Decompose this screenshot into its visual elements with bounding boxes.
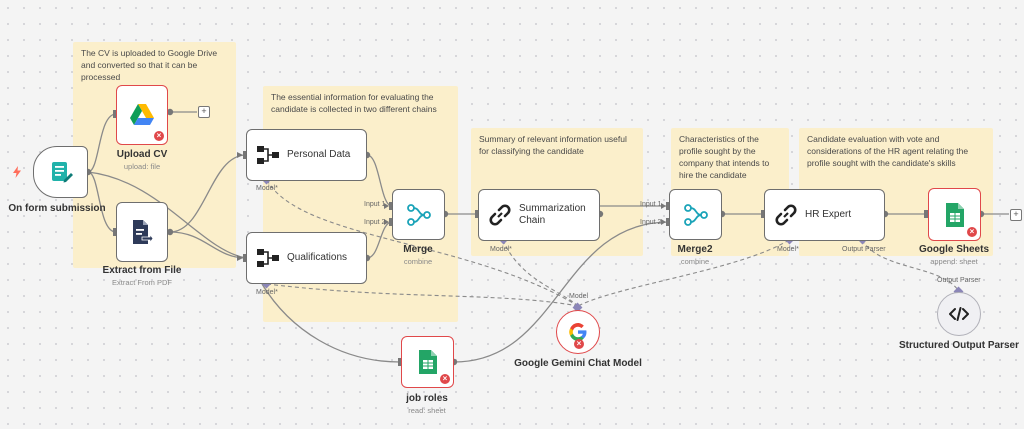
merge-input2-label: Input 2 (364, 219, 386, 226)
connection-personal-model (266, 179, 579, 307)
extract-title: Extract from File (102, 265, 182, 276)
link-icon (489, 204, 511, 226)
personal-data-label: Personal Data (287, 149, 351, 160)
merge2-node[interactable] (669, 189, 722, 240)
error-icon: × (440, 374, 450, 384)
code-icon (949, 307, 969, 321)
google-sheets-icon (418, 350, 437, 374)
gemini-chat-model-node[interactable]: × (556, 310, 600, 354)
hr-output-parser-port-label: Output Parser (842, 246, 886, 253)
merge2-title: Merge2 (677, 244, 713, 255)
sticky-note-text: Characteristics of the profile sought by… (679, 134, 770, 180)
add-node-button[interactable]: + (1010, 209, 1022, 221)
connection-personal-merge (366, 154, 393, 207)
google-sheets-subtitle: append: sheet (930, 257, 978, 266)
connection-qualifications-jobroles (261, 283, 401, 363)
job-roles-title: job roles (406, 393, 448, 404)
gemini-model-port-label: Model (569, 293, 589, 300)
google-sheets-icon (945, 202, 964, 227)
connection-summarization-model (502, 239, 579, 307)
google-drive-icon (130, 104, 154, 125)
merge-node[interactable] (392, 189, 445, 240)
merge2-input2-label: Input 2 (640, 219, 662, 226)
error-icon: × (574, 339, 584, 349)
merge2-input1-label: Input 1 (640, 201, 662, 208)
chain-icon (257, 249, 279, 267)
connection-trigger-upload (87, 113, 117, 173)
link-icon (775, 204, 797, 226)
gemini-title: Google Gemini Chat Model (514, 358, 642, 369)
qualifications-model-port-label: Model* (256, 289, 278, 296)
job-roles-node[interactable]: × (401, 336, 454, 388)
upload-cv-node[interactable]: × (116, 85, 168, 145)
connection-jobroles-merge2 (453, 221, 670, 363)
hr-model-port-label: Model* (777, 246, 799, 253)
form-trigger-title: On form submission (8, 203, 106, 214)
lightning-icon (13, 166, 21, 178)
chain-icon (257, 146, 279, 164)
error-icon: × (154, 131, 164, 141)
form-icon (51, 162, 73, 183)
merge-input1-label: Input 1 (364, 201, 386, 208)
extract-subtitle: Extract From PDF (111, 278, 172, 287)
structured-output-parser-node[interactable] (937, 292, 981, 336)
qualifications-label: Qualifications (287, 252, 348, 263)
connection-qualifications-model (266, 283, 579, 307)
sticky-note-text: The CV is uploaded to Google Drive and c… (81, 48, 218, 82)
hr-expert-label: HR Expert (805, 209, 852, 220)
parser-title: Structured Output Parser (898, 340, 1020, 351)
extract-from-file-node[interactable] (116, 202, 168, 262)
file-extract-icon (133, 220, 153, 244)
personal-model-port-label: Model* (256, 185, 278, 192)
upload-cv-subtitle: upload: file (123, 162, 161, 171)
job-roles-subtitle: read: sheet (408, 406, 446, 415)
connection-trigger-extract (87, 171, 117, 233)
merge-title: Merge (403, 244, 433, 255)
connection-extract-personal (169, 154, 247, 233)
google-sheets-title: Google Sheets (918, 244, 989, 255)
merge-icon (683, 203, 708, 226)
summarization-model-port-label: Model* (490, 246, 512, 253)
sticky-note-text: The essential information for evaluating… (271, 92, 437, 114)
upload-cv-title: Upload CV (116, 149, 168, 160)
connection-hr-parser (861, 239, 959, 291)
merge-icon (406, 203, 431, 226)
form-trigger-node[interactable] (33, 146, 88, 198)
qualifications-node[interactable]: Qualifications (246, 232, 367, 284)
personal-data-node[interactable]: Personal Data (246, 129, 367, 181)
connection-trigger-qualifications (87, 171, 247, 259)
sticky-note-text: Candidate evaluation with vote and consi… (807, 134, 969, 168)
parser-port-label: Output Parser (937, 277, 981, 284)
summarization-chain-label: Summarization Chain (519, 203, 586, 226)
merge2-subtitle: combine (680, 257, 710, 266)
hr-expert-node[interactable]: HR Expert (764, 189, 885, 241)
google-sheets-node[interactable]: × (928, 188, 981, 241)
error-icon: × (967, 227, 977, 237)
merge-subtitle: combine (403, 257, 433, 266)
sticky-note-text: Summary of relevant information useful f… (479, 134, 627, 156)
add-node-button[interactable]: + (198, 106, 210, 118)
summarization-chain-node[interactable]: Summarization Chain (478, 189, 600, 241)
connection-hr-model (577, 239, 790, 307)
google-g-icon (569, 323, 587, 341)
